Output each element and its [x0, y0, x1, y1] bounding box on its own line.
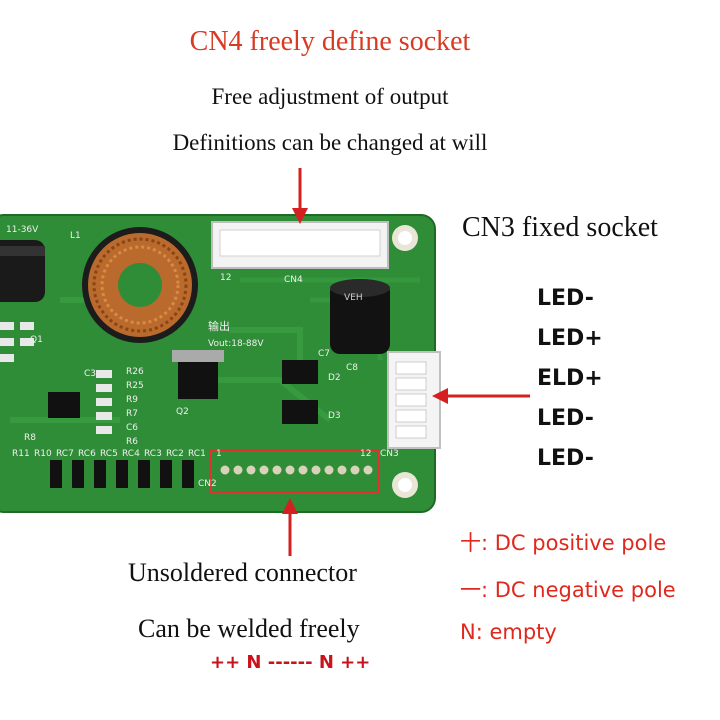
svg-text:Q1: Q1: [30, 335, 43, 345]
svg-text:RC6: RC6: [78, 449, 96, 459]
svg-text:RC5: RC5: [100, 449, 118, 459]
svg-text:D2: D2: [328, 373, 341, 383]
cn3-title: CN3 fixed socket: [462, 212, 658, 243]
arrow-to-cn4: [292, 168, 308, 224]
control-ic: [48, 392, 80, 418]
cn2-desc-line1: Unsoldered connector: [128, 558, 357, 587]
cn3-connector: [387, 351, 441, 449]
svg-text:R10: R10: [34, 449, 52, 459]
svg-text:R11: R11: [12, 449, 30, 459]
cn2-pin-holes: [220, 465, 373, 475]
svg-text:R26: R26: [126, 367, 144, 377]
silk-output-label: 输出: [208, 319, 230, 333]
arrow-to-cn3: [432, 388, 530, 404]
cn3-pin-4: LED-: [537, 406, 594, 431]
cn4-desc-line1: Free adjustment of output: [211, 84, 449, 109]
legend-positive-symbol: 十: [460, 531, 481, 555]
svg-text:CN3: CN3: [380, 449, 399, 459]
svg-text:12: 12: [360, 449, 371, 459]
cn4-desc-line2: Definitions can be changed at will: [172, 130, 488, 155]
svg-text:R7: R7: [126, 409, 138, 419]
svg-text:C3: C3: [84, 369, 96, 379]
svg-text:C6: C6: [126, 423, 138, 433]
svg-text:12: 12: [220, 273, 231, 283]
svg-text:RC2: RC2: [166, 449, 184, 459]
svg-text:1: 1: [216, 449, 222, 459]
svg-text:R8: R8: [24, 433, 36, 443]
silk-input-voltage: 11-36V: [6, 225, 39, 235]
cn3-title-box: CN3 fixed socket: [444, 206, 712, 252]
mounting-hole-bottom: [392, 472, 418, 498]
svg-text:CN4: CN4: [284, 275, 303, 285]
mosfet-q2: [178, 357, 218, 399]
cap-print: VEH: [344, 293, 363, 303]
legend-negative-symbol: 一: [460, 578, 481, 602]
svg-text:RC7: RC7: [56, 449, 74, 459]
svg-text:RC1: RC1: [188, 449, 206, 459]
toroid-inductor: [82, 227, 198, 343]
arrow-to-cn2: [282, 498, 298, 556]
diode-d2: [282, 360, 318, 384]
svg-text:R25: R25: [126, 381, 144, 391]
output-capacitor: [330, 279, 390, 354]
svg-text:CN2: CN2: [198, 479, 217, 489]
legend-empty: N: empty: [460, 620, 557, 644]
svg-text:Q2: Q2: [176, 407, 189, 417]
cn3-pin-1: LED-: [537, 286, 594, 311]
smd-components: [0, 322, 112, 434]
svg-text:R9: R9: [126, 395, 138, 405]
legend-negative-text: : DC negative pole: [481, 578, 676, 602]
svg-text:RC3: RC3: [144, 449, 162, 459]
cn4-connector: [211, 221, 389, 269]
svg-text:RC4: RC4: [122, 449, 140, 459]
cn2-desc-line2: Can be welded freely: [138, 614, 360, 643]
diode-d3: [282, 400, 318, 424]
mounting-hole-top: [392, 225, 418, 251]
cn3-pin-3: ELD+: [537, 366, 603, 391]
silk-vout-label: Vout:18-88V: [208, 339, 264, 349]
cn3-pin-2: LED+: [537, 326, 603, 351]
svg-text:C8: C8: [346, 363, 358, 373]
svg-text:L1: L1: [70, 231, 81, 241]
svg-text:R6: R6: [126, 437, 138, 447]
cn2-pin-pattern: ++ N ------ N ++: [210, 652, 371, 673]
svg-text:D3: D3: [328, 411, 341, 421]
legend-positive: 十: DC positive pole: [460, 527, 666, 557]
svg-text:C7: C7: [318, 349, 330, 359]
cn4-title: CN4 freely define socket: [189, 26, 471, 57]
legend-negative: 一: DC negative pole: [460, 574, 676, 604]
cn3-pin-5: LED-: [537, 446, 594, 471]
legend-positive-text: : DC positive pole: [481, 531, 667, 555]
cn2-highlight-box: [209, 449, 379, 493]
